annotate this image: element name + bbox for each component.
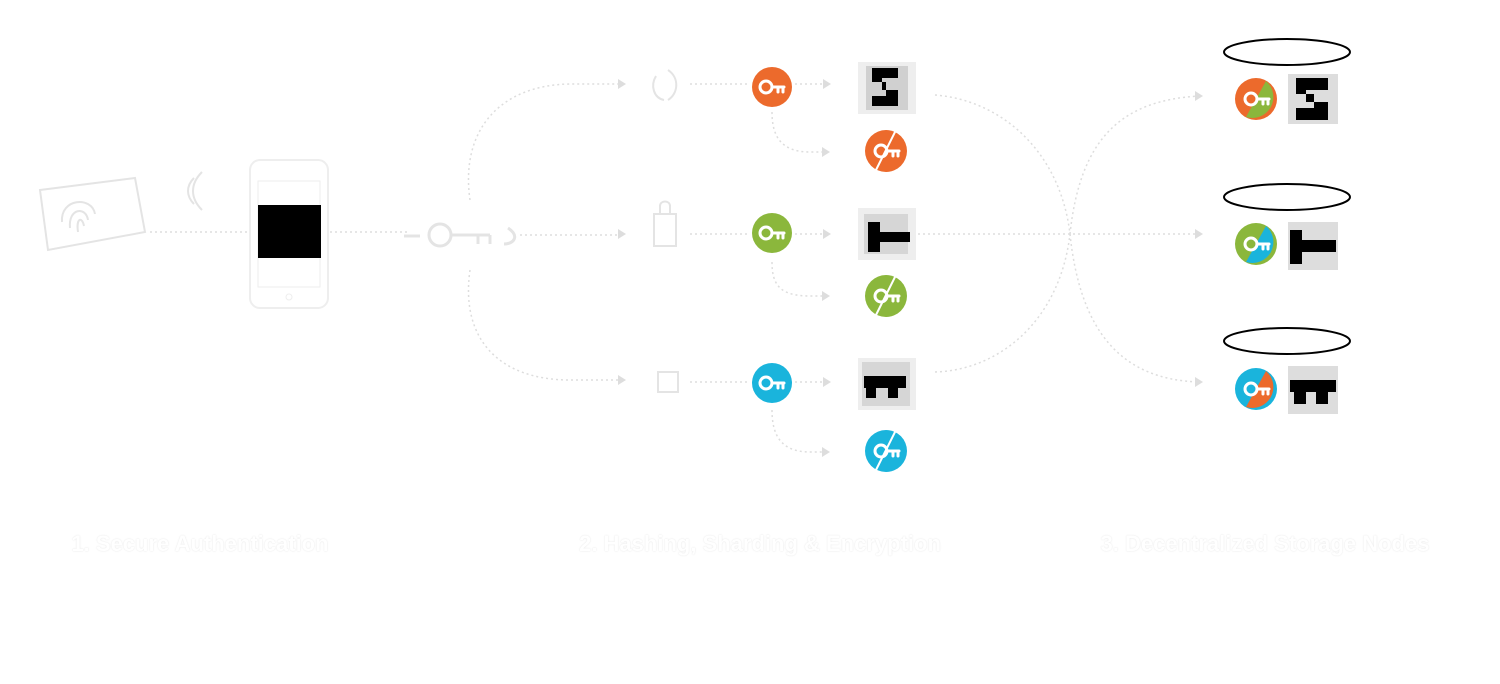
fingerprint-icon [38,176,147,252]
connector-lines [150,83,1201,453]
phone-screen-content [258,205,321,258]
step-1-caption: 1. Secure Authentication [71,531,329,556]
connector-hash-to-bottom [467,269,620,381]
lock-icon [652,69,679,393]
shard-tile-2 [858,208,916,260]
key-icon-blue [752,363,792,403]
wireless-signal-icon [187,171,203,211]
arrowheads [618,79,1203,457]
key-icon-orange [752,67,792,107]
database-node-2 [1223,183,1351,270]
shard-tile-3 [858,358,916,410]
database-node-3 [1223,327,1351,414]
connector-shards-to-merge [918,94,1200,373]
step-3-caption: 3. Decentralized Storage Nodes [1100,531,1430,556]
step-2-caption: 2. Hashing, Sharding & Encryption [579,531,941,556]
smartphone-icon [249,159,329,309]
shard-tile-1 [858,62,916,114]
split-key-icon-blue [865,429,907,472]
split-key-icon-orange [865,129,907,172]
database-node-1 [1223,38,1351,124]
key-hash-icon [404,222,517,248]
key-icon-green [752,213,792,253]
split-key-icon-green [865,274,907,317]
connector-merge-to-nodes [1069,95,1201,383]
connector-hash-to-top [467,83,620,201]
